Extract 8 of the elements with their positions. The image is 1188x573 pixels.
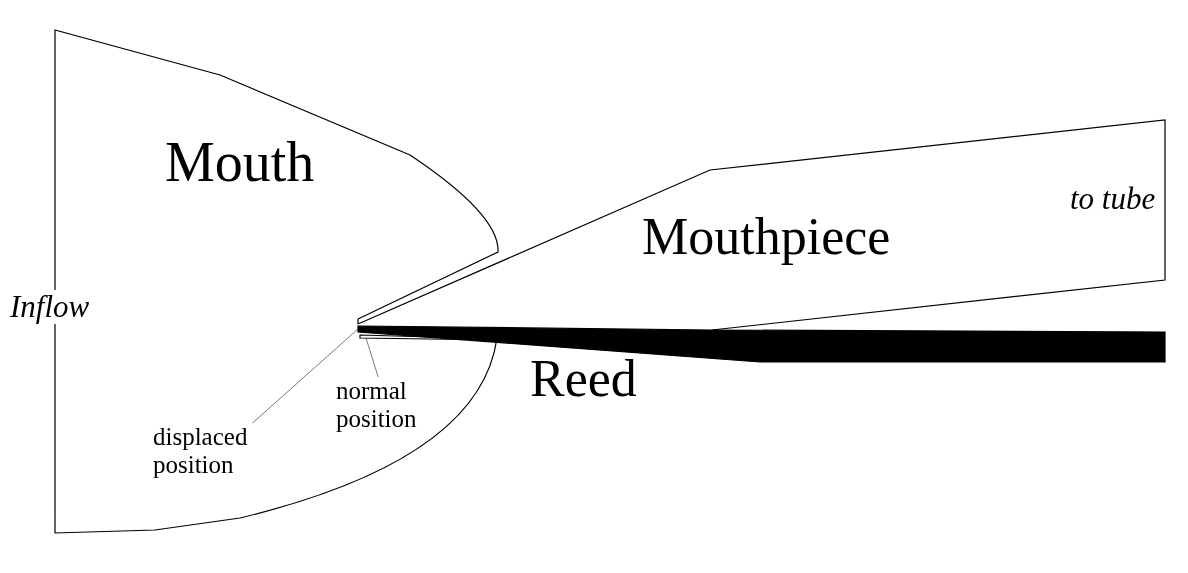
region-label: Mouthpiece [642, 208, 891, 266]
position-label: displaced position [153, 423, 278, 489]
position-label: normal position [336, 377, 441, 443]
region-label: Reed [530, 350, 637, 408]
inflow-label: Inflow [10, 290, 90, 325]
region-label: Mouth [165, 132, 315, 194]
leader-line [365, 337, 379, 378]
leader-line [252, 328, 359, 424]
